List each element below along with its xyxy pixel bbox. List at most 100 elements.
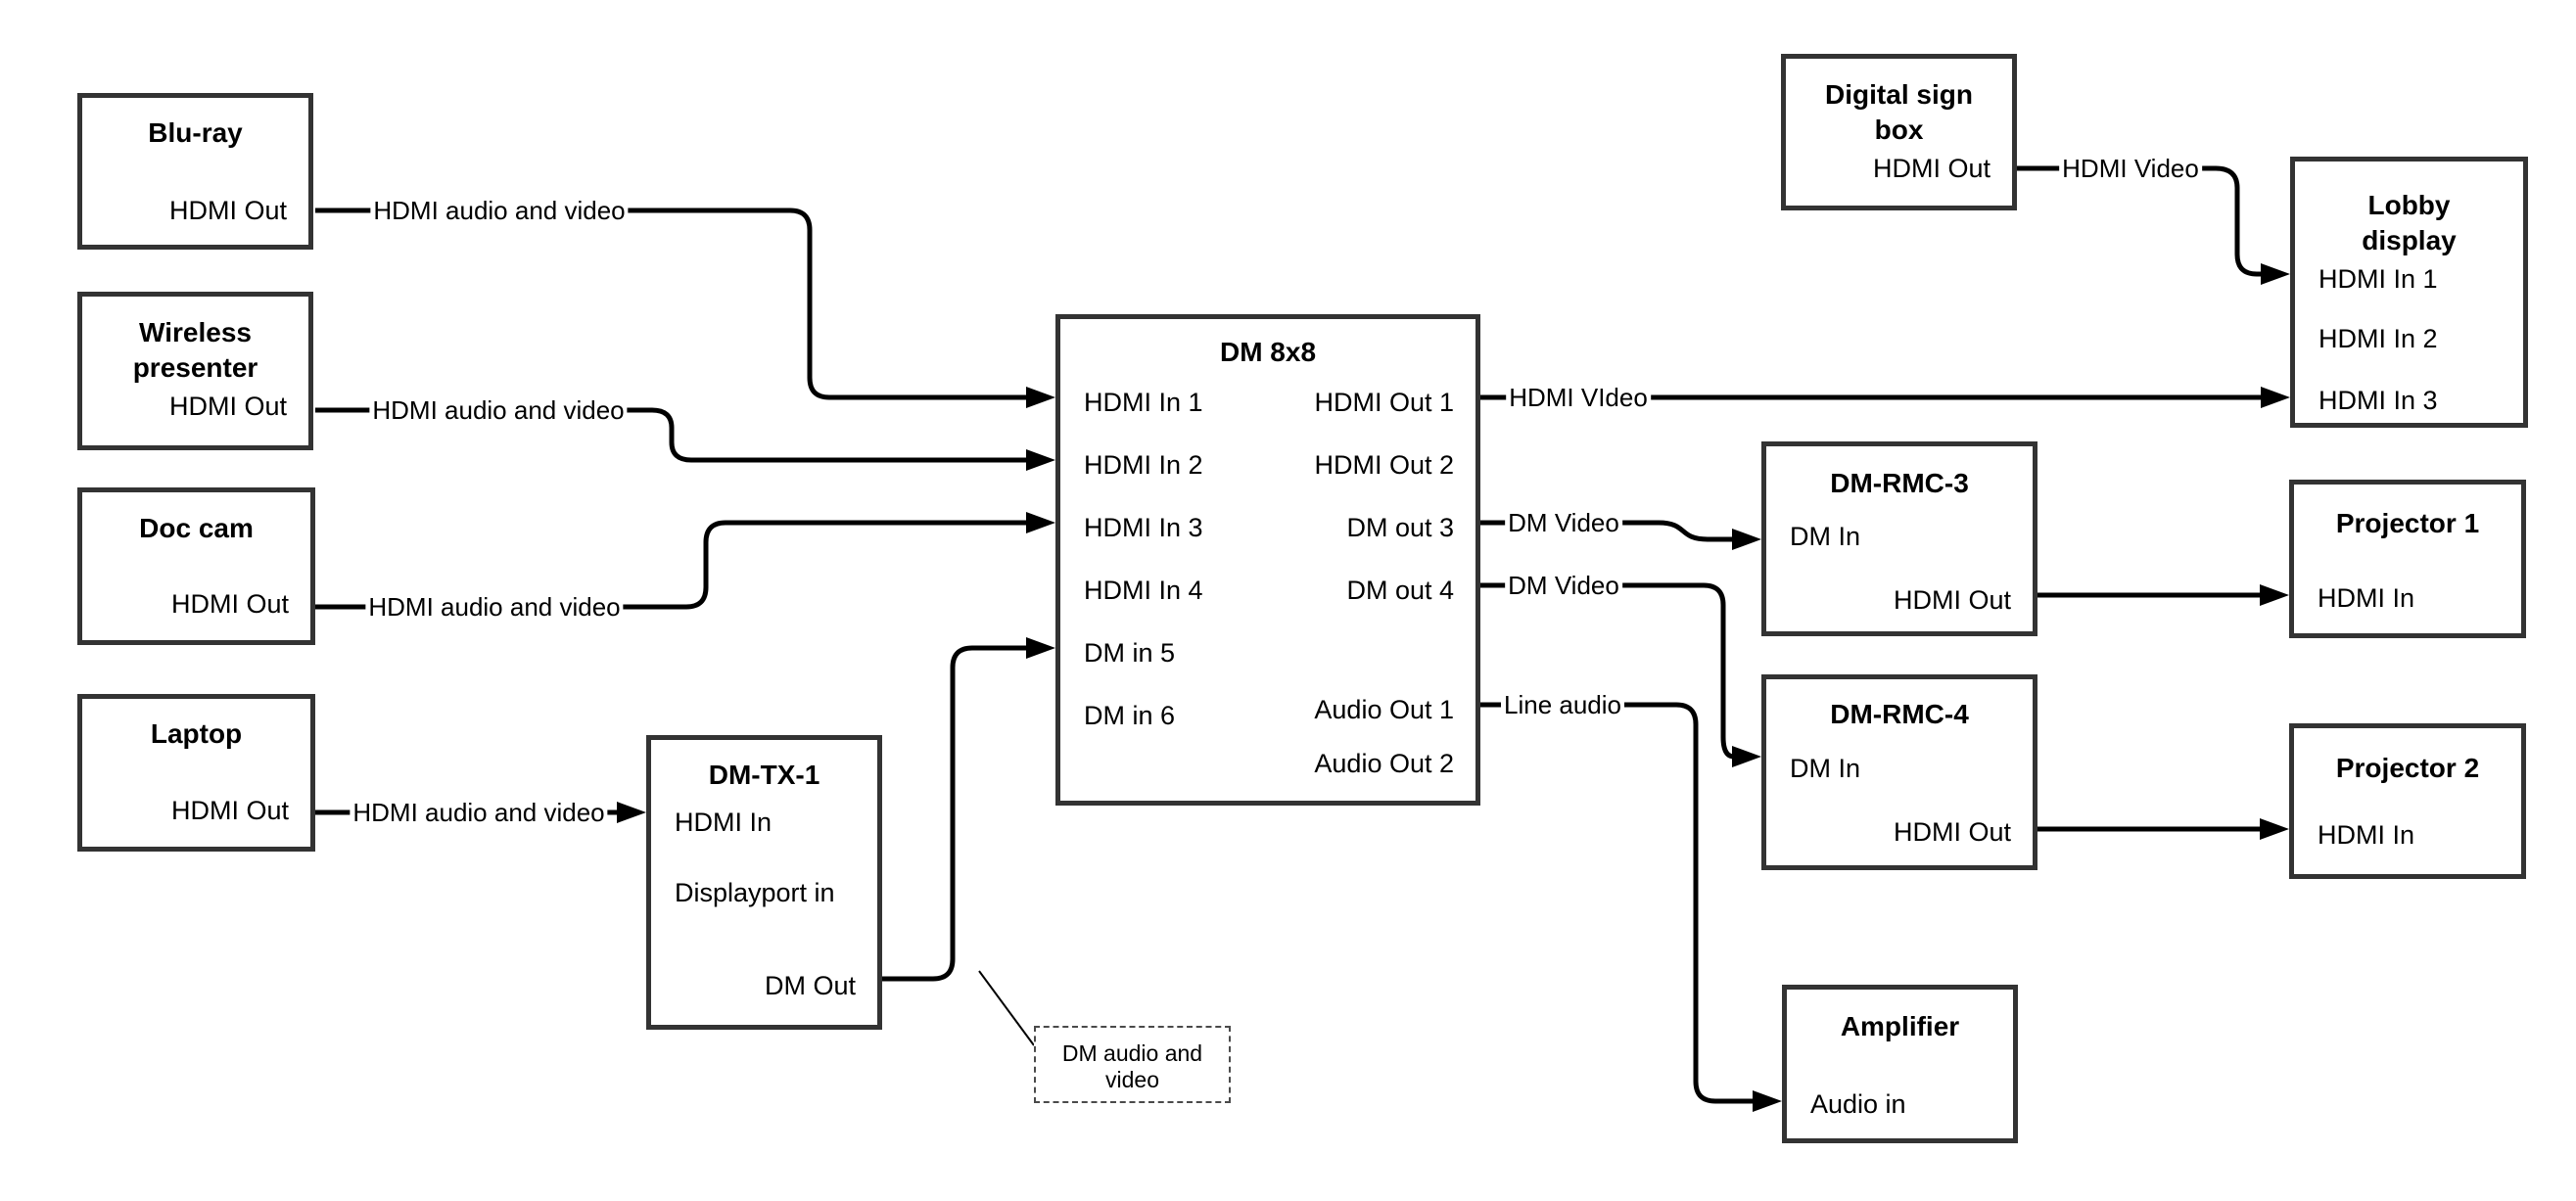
- port-label: DM Out: [764, 971, 856, 1000]
- node-title: Lobby display: [2295, 188, 2523, 258]
- node-title-line: display: [2362, 225, 2457, 255]
- node-title-line: DM-RMC-3: [1830, 468, 1969, 498]
- wire-label: HDMI audio and video: [350, 798, 608, 827]
- arrowhead-icon: [1753, 1090, 1782, 1112]
- wire-dm8x8-out4-to-rmc4-dmin: [1480, 582, 1735, 760]
- port-label: DM in 5: [1084, 638, 1176, 668]
- port-label: HDMI Out: [1893, 585, 2011, 615]
- node-title: DM-RMC-4: [1766, 697, 2033, 732]
- node-title-line: Wireless: [139, 317, 252, 347]
- arrowhead-icon: [1026, 449, 1055, 471]
- port-label: HDMI Out: [170, 589, 289, 619]
- node-title-line: Lobby: [2367, 190, 2451, 220]
- node-title-line: Projector 2: [2335, 753, 2480, 783]
- node-title-line: DM 8x8: [1219, 337, 1317, 367]
- port-label: HDMI In: [675, 808, 773, 837]
- node-title: Wireless presenter: [82, 315, 308, 386]
- wire-label: DM Video: [1505, 571, 1622, 600]
- node-title-line: Amplifier: [1840, 1011, 1960, 1041]
- device-box-dm-rmc-3: DM-RMC-3 DM In HDMI Out: [1761, 441, 2037, 636]
- port-label: HDMI In 2: [2318, 324, 2438, 353]
- wire-label: HDMI audio and video: [369, 395, 628, 425]
- port-label: HDMI In: [2318, 583, 2415, 613]
- port-label: DM out 3: [1346, 513, 1454, 542]
- arrowhead-icon: [2260, 584, 2289, 606]
- port-label: Displayport in: [675, 878, 835, 907]
- arrowhead-icon: [1732, 529, 1761, 550]
- arrowhead-icon: [1026, 387, 1055, 408]
- node-title-line: video: [1105, 1067, 1159, 1092]
- wire-digsign-to-lobby-in1: [2017, 165, 2264, 277]
- port-label: HDMI In 1: [2318, 264, 2438, 294]
- wire-label: DM Video: [1505, 508, 1622, 537]
- port-label: HDMI Out: [1893, 817, 2011, 847]
- arrowhead-icon: [1026, 512, 1055, 533]
- node-title-line: Digital sign: [1825, 79, 1973, 110]
- port-label: Audio Out 2: [1314, 749, 1454, 778]
- node-title: Amplifier: [1787, 1009, 2013, 1044]
- node-title-line: DM-RMC-4: [1830, 699, 1969, 729]
- node-title: DM-RMC-3: [1766, 466, 2033, 501]
- device-box-projector-1: Projector 1 HDMI In: [2289, 480, 2526, 638]
- port-label: DM In: [1790, 522, 1861, 551]
- port-label: HDMI In 4: [1084, 576, 1203, 605]
- node-title: Digital sign box: [1786, 77, 2012, 148]
- wire-label: HDMI audio and video: [365, 592, 624, 622]
- port-label: Audio in: [1810, 1089, 1906, 1119]
- node-title: Projector 2: [2294, 751, 2521, 786]
- port-label: DM In: [1790, 754, 1861, 783]
- arrowhead-icon: [1732, 746, 1761, 767]
- node-title-line: Doc cam: [139, 513, 254, 543]
- device-box-dm-rmc-4: DM-RMC-4 DM In HDMI Out: [1761, 674, 2037, 870]
- port-label: DM in 6: [1084, 701, 1176, 730]
- port-label: HDMI Out: [168, 196, 287, 225]
- wire-label: Line audio: [1501, 690, 1624, 719]
- node-title: DM 8x8: [1060, 335, 1475, 370]
- port-label: HDMI Out: [168, 392, 287, 421]
- node-title-line: Projector 1: [2335, 508, 2480, 538]
- port-label: HDMI In 3: [1084, 513, 1203, 542]
- wire-dm8x8-out3-to-rmc3-dmin: [1480, 520, 1733, 542]
- device-box-projector-2: Projector 2 HDMI In: [2289, 723, 2526, 879]
- wire-bluray-to-dm8x8-in1: [315, 208, 1028, 400]
- node-title: Laptop: [82, 716, 310, 752]
- port-label: HDMI In 1: [1084, 388, 1203, 417]
- port-label: HDMI Out 2: [1314, 450, 1454, 480]
- port-label: DM out 4: [1346, 576, 1454, 605]
- arrowhead-icon: [2261, 387, 2290, 408]
- node-title-line: DM-TX-1: [708, 760, 820, 790]
- port-label: HDMI In: [2318, 820, 2415, 850]
- node-title-line: box: [1874, 115, 1924, 145]
- wire-label: HDMI Video: [2059, 154, 2202, 183]
- port-label: HDMI Out: [170, 796, 289, 825]
- port-label: HDMI Out: [1872, 154, 1991, 183]
- arrowhead-icon: [1026, 637, 1055, 659]
- port-label: Audio Out 1: [1314, 695, 1454, 724]
- node-title: Doc cam: [82, 511, 310, 546]
- wire-dm8x8-audio1-to-amplifier: [1480, 702, 1754, 1104]
- node-title-line: Laptop: [150, 718, 243, 749]
- port-label: HDMI In 3: [2318, 386, 2438, 415]
- wire-label: HDMI audio and video: [370, 196, 629, 225]
- port-label: HDMI Out 1: [1314, 388, 1454, 417]
- node-title-line: Blu-ray: [148, 117, 243, 148]
- wire-dmtx1-dmout-to-dm8x8-in5: [882, 645, 1028, 982]
- arrowhead-icon: [2260, 818, 2289, 840]
- wire-note-leader: [978, 970, 1035, 1046]
- port-label: HDMI In 2: [1084, 450, 1203, 480]
- arrowhead-icon: [2261, 263, 2290, 285]
- node-title-line: presenter: [132, 352, 258, 383]
